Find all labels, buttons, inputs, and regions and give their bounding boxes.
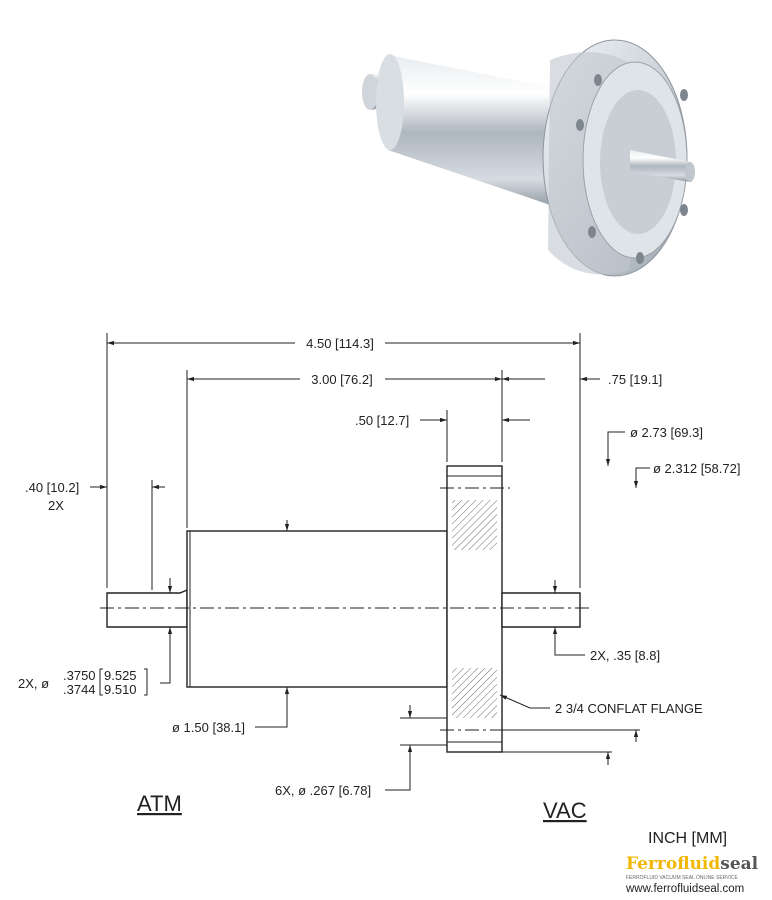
- logo-url: www.ferrofluidseal.com: [626, 883, 745, 895]
- dim-shaft-dia-inch-min: .3744: [63, 682, 96, 697]
- dim-shaft-dia-inch-max: .3750: [63, 668, 96, 683]
- dim-shaft-dia-prefix: 2X, ø: [18, 676, 49, 691]
- dim-flat-depth: 2X, .35 [8.8]: [590, 648, 660, 663]
- dim-overall-length: 4.50 [114.3]: [306, 336, 374, 351]
- logo-tagline: FERROFLUID VACUUM SEAL ONLINE SERVICE: [626, 875, 738, 881]
- dim-shaft-flat-length: .40 [10.2]: [25, 480, 79, 495]
- dim-bolt-circle: ø 2.312 [58.72]: [653, 461, 740, 476]
- vac-side-label: VAC: [543, 798, 587, 823]
- dim-flange-thickness: .50 [12.7]: [355, 413, 409, 428]
- dim-shaft-dia-mm-min: 9.510: [104, 682, 137, 697]
- dim-shaft-dia-mm-max: 9.525: [104, 668, 137, 683]
- dim-shaft-flat-qty: 2X: [48, 498, 64, 513]
- product-render: [362, 39, 695, 277]
- ferrofluidseal-logo: Ferrofluidseal FERROFLUID VACUUM SEAL ON…: [626, 854, 772, 896]
- dim-body-length: 3.00 [76.2]: [311, 372, 372, 387]
- logo-part1: Ferrofluid: [626, 854, 721, 874]
- part-outline: [100, 465, 590, 753]
- logo-part2: seal: [720, 854, 759, 874]
- dim-body-dia: ø 1.50 [38.1]: [172, 720, 245, 735]
- dim-flange-od: ø 2.73 [69.3]: [630, 425, 703, 440]
- flange-label: 2 3/4 CONFLAT FLANGE: [555, 701, 703, 716]
- dim-shaft-vac-length: .75 [19.1]: [608, 372, 662, 387]
- units-label: INCH [MM]: [648, 830, 728, 847]
- atm-side-label: ATM: [137, 791, 182, 816]
- dim-bolt-holes: 6X, ø .267 [6.78]: [275, 783, 371, 798]
- dimension-lines: [90, 333, 650, 791]
